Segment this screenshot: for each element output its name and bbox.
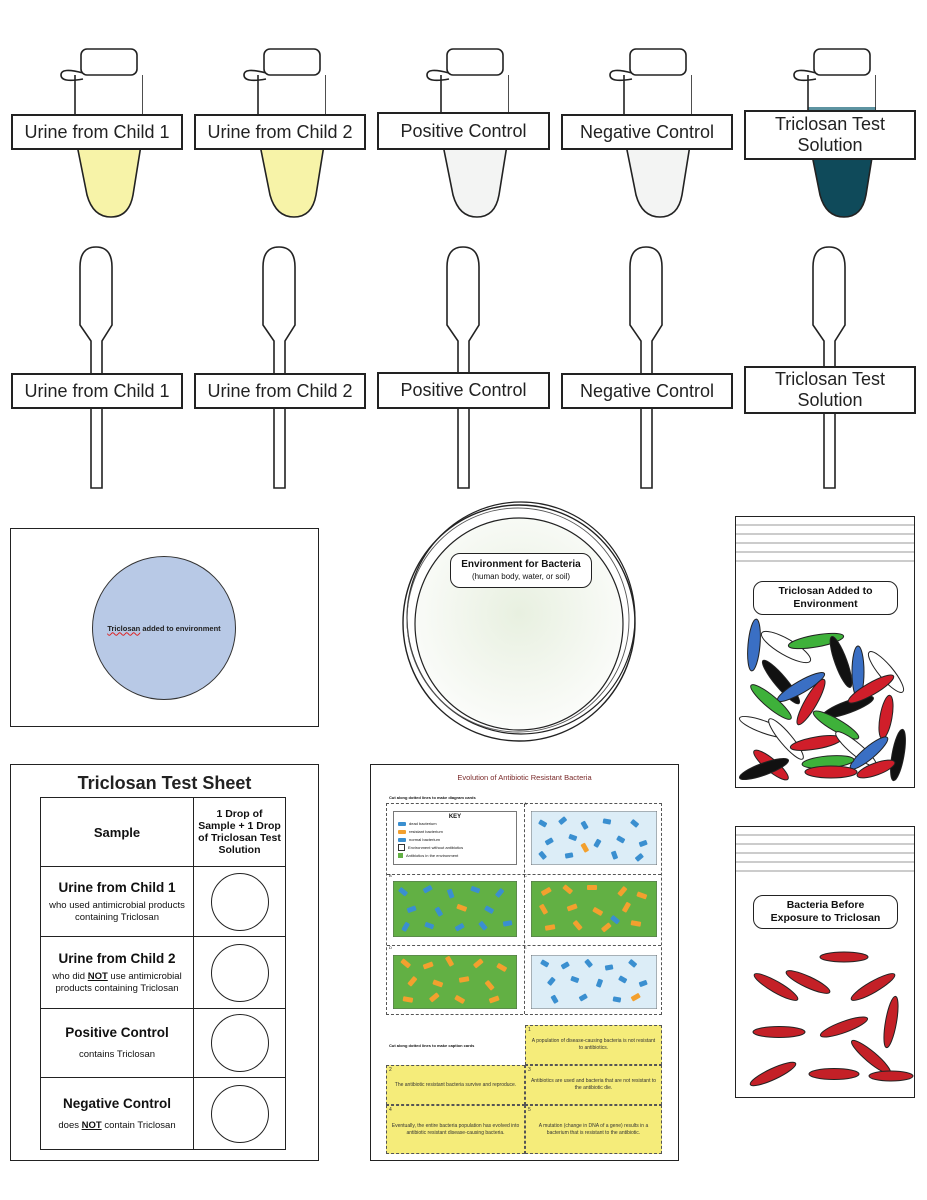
pipette-label-child2: Urine from Child 2 [194,373,366,409]
sample-cell: Urine from Child 2 who did NOT use antim… [40,936,194,1009]
cut-caption-note: Cut along dotted lines to make caption c… [389,1043,475,1048]
pipette-label-child1: Urine from Child 1 [11,373,183,409]
col-sample-header: Sample [40,797,194,867]
pipette-label-triclosan: Triclosan Test Solution [744,366,916,414]
pipette-label-positive: Positive Control [377,372,550,409]
sample-cell: Negative Control does NOT contain Triclo… [40,1077,194,1150]
panel-d [393,955,517,1009]
microtube-child1 [60,48,143,218]
microtube-negative [609,48,692,218]
tube-label-triclosan: Triclosan Test Solution [744,110,916,160]
col-drop-header: 1 Drop of Sample + 1 Drop of Triclosan T… [193,797,286,867]
panel-c [531,881,657,937]
sample-description: who did NOT use antimicrobial products c… [52,970,182,994]
sample-title: Urine from Child 1 [58,879,176,895]
panel-letter-e: E [524,945,527,950]
panel-b [393,881,517,937]
sample-description: who used antimicrobial products containi… [49,899,185,923]
key-item-dead: dead bacterium [398,820,516,828]
bag-triclosan-added: Triclosan Added to Environment [735,516,915,788]
panel-letter-b: B [389,873,392,878]
key-item-resistant: resistant bacterium [398,828,516,836]
panel-letter-d: D [389,945,392,950]
petri-dish [402,501,636,742]
table-row: Urine from Child 2 who did NOT use antim… [40,936,286,1009]
result-cell [193,866,286,937]
bag-before-label: Bacteria Before Exposure to Triclosan [753,895,898,929]
key-item-env-none: Environment without antibiotics [398,844,516,852]
result-circle [210,943,269,1002]
triclosan-circle-text: Triclosan added to environment [107,623,221,633]
result-cell [193,1008,286,1078]
pipette-label-negative: Negative Control [561,373,733,409]
result-cell [193,936,286,1009]
microtube-positive [426,48,509,218]
sample-title: Urine from Child 2 [58,950,176,966]
sample-cell: Positive Control contains Triclosan [40,1008,194,1078]
triclosan-test-sheet: Triclosan Test Sheet Sample 1 Drop of Sa… [10,764,319,1161]
key-title: KEY [448,814,462,820]
pipette-child2 [262,246,296,489]
tube-label-child2: Urine from Child 2 [194,114,366,150]
petri-title: Environment for Bacteria [461,558,581,570]
test-sheet-title: Triclosan Test Sheet [77,773,252,793]
key-item-env-antibiotics: Antibiotics in the environment [398,852,516,860]
sample-title: Positive Control [65,1025,169,1040]
sample-description: does NOT contain Triclosan [58,1119,176,1131]
triclosan-environment-card: Triclosan added to environment [10,528,319,727]
result-circle [210,872,269,931]
bag-triclosan-label: Triclosan Added to Environment [753,581,898,615]
tube-label-child1: Urine from Child 1 [11,114,183,150]
result-cell [193,1077,286,1150]
sample-title: Negative Control [62,1095,171,1111]
evolution-title: Evolution of Antibiotic Resistant Bacter… [457,773,592,782]
petri-subtitle: (human body, water, or soil) [471,571,571,581]
cut-diagram-note: Cut along dotted lines to make diagram c… [389,795,476,800]
table-row: Urine from Child 1 who used antimicrobia… [40,866,286,937]
panel-a [531,811,657,865]
diagram-card-grid [386,803,662,1015]
bag-before-drawing [736,834,914,1087]
sample-description: contains Triclosan [78,1049,156,1060]
key-box: KEY dead bacterium resistant bacterium n… [393,811,517,865]
bag-before-exposure: Bacteria Before Exposure to Triclosan [735,826,915,1098]
pipette-child1 [79,246,113,489]
panel-e [531,955,657,1009]
pipette-positive [446,246,480,489]
table-row: Negative Control does NOT contain Triclo… [40,1077,286,1150]
test-sheet-table: Sample 1 Drop of Sample + 1 Drop of Tric… [40,797,286,1150]
triclosan-circle: Triclosan added to environment [92,556,236,700]
result-circle [210,1014,269,1072]
panel-letter-a: A [524,801,527,806]
tube-label-positive: Positive Control [377,112,550,150]
panel-letter-c: C [524,873,527,878]
bag-triclosan-drawing [736,524,914,782]
tube-label-negative: Negative Control [561,114,733,150]
table-row: Positive Control contains Triclosan [40,1008,286,1078]
evolution-sheet: Evolution of Antibiotic Resistant Bacter… [370,764,679,1161]
key-item-normal: normal bacterium [398,836,516,844]
petri-label: Environment for Bacteria (human body, wa… [450,553,592,588]
test-sheet-header-row: Sample 1 Drop of Sample + 1 Drop of Tric… [40,797,286,867]
pipette-negative [629,246,663,489]
result-circle [210,1084,269,1143]
sample-cell: Urine from Child 1 who used antimicrobia… [40,866,194,937]
